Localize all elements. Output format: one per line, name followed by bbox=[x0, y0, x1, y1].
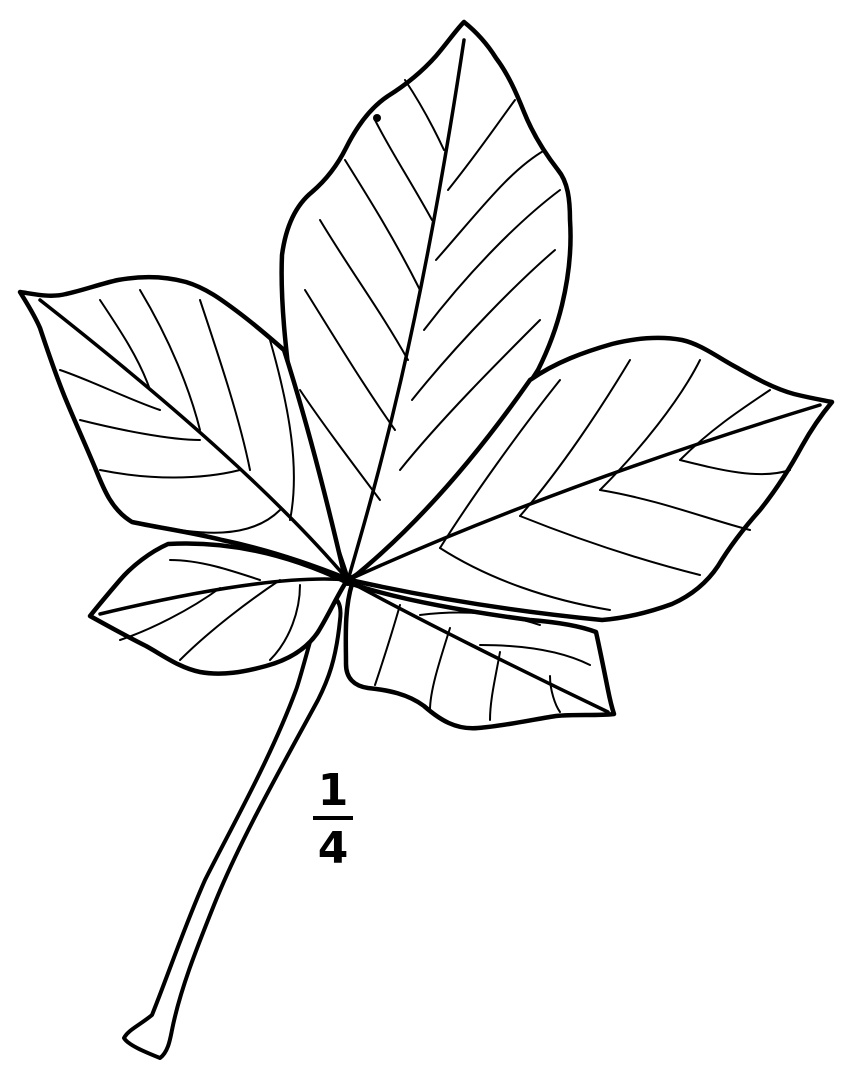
leaf-veins bbox=[59, 79, 791, 721]
leaf-lobe-right bbox=[347, 335, 835, 623]
leaf-lobe-lower-right bbox=[343, 581, 617, 731]
scale-fraction-bar bbox=[313, 816, 353, 820]
leaf-petiole bbox=[122, 594, 343, 1060]
leaf-spot bbox=[373, 114, 381, 122]
scale-fraction-label: 1 4 bbox=[308, 768, 358, 872]
scale-numerator: 1 bbox=[317, 765, 349, 816]
leaf-base-junction bbox=[342, 574, 354, 586]
scale-denominator: 4 bbox=[317, 823, 349, 874]
leaf-lobe-upper-left bbox=[17, 274, 348, 581]
leaf-midribs bbox=[38, 38, 822, 714]
leaf-lobe-lower-left bbox=[87, 541, 349, 676]
leaf-lobe-top bbox=[279, 19, 573, 583]
